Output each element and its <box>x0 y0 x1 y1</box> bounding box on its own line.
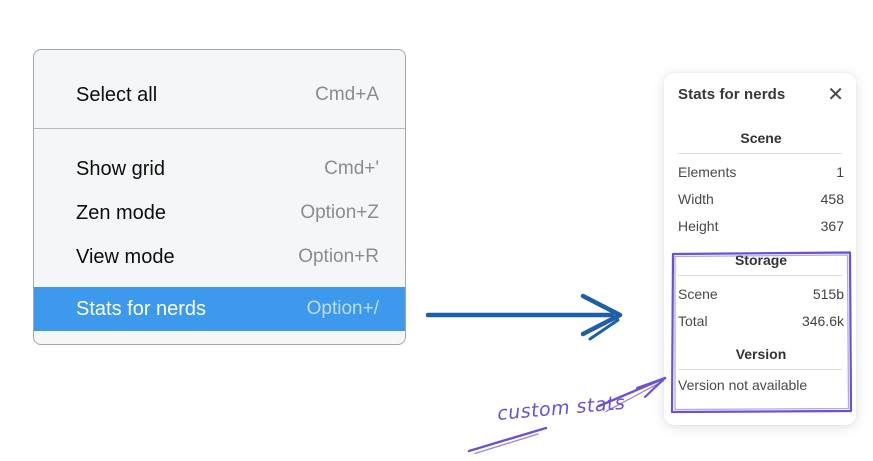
stat-value: 515b <box>812 285 844 302</box>
version-note: Version not available <box>678 377 808 393</box>
stat-label: Height <box>678 217 719 234</box>
stat-label: Scene <box>678 285 718 302</box>
menu-item-zen-mode[interactable]: Zen mode Option+Z <box>34 191 405 235</box>
stat-label: Total <box>678 312 708 329</box>
context-menu: Select all Cmd+A Show grid Cmd+' Zen mod… <box>33 49 406 345</box>
section-divider <box>678 369 842 370</box>
menu-item-shortcut: Cmd+' <box>324 158 379 179</box>
menu-item-shortcut: Option+/ <box>306 298 379 319</box>
menu-divider <box>34 128 405 129</box>
menu-item-stats-for-nerds[interactable]: Stats for nerds Option+/ <box>34 287 405 331</box>
stat-row-elements: Elements 1 <box>678 158 844 185</box>
menu-item-shortcut: Option+Z <box>300 202 379 223</box>
stat-value: 1 <box>836 163 844 180</box>
menu-group: Show grid Cmd+' Zen mode Option+Z View m… <box>34 129 405 331</box>
section-divider <box>678 275 842 276</box>
stat-value: 346.6k <box>801 312 844 329</box>
right-arrow-icon <box>425 293 623 341</box>
stat-value: 458 <box>820 190 844 207</box>
menu-item-select-all[interactable]: Select all Cmd+A <box>34 62 405 128</box>
stats-panel: Stats for nerds ✕ Scene Elements 1 Width… <box>664 73 856 425</box>
stat-label: Width <box>678 190 714 207</box>
stat-label: Elements <box>678 163 737 180</box>
menu-item-shortcut: Option+R <box>298 246 379 267</box>
menu-item-show-grid[interactable]: Show grid Cmd+' <box>34 147 405 191</box>
menu-item-label: Stats for nerds <box>76 297 207 320</box>
stat-row-height: Height 367 <box>678 212 844 239</box>
section-title-version: Version <box>735 346 787 362</box>
menu-item-label: Select all <box>76 83 158 106</box>
stat-row-total-storage: Total 346.6k <box>678 307 844 334</box>
menu-item-label: Zen mode <box>76 201 167 224</box>
stat-value: 367 <box>820 217 844 234</box>
menu-item-label: Show grid <box>76 157 165 180</box>
section-divider <box>678 153 842 154</box>
stats-panel-title: Stats for nerds <box>678 86 786 103</box>
stat-row-width: Width 458 <box>678 185 844 212</box>
annotation-label: custom stats <box>496 391 627 425</box>
stats-panel-header: Stats for nerds ✕ <box>678 83 844 106</box>
stat-row-scene-storage: Scene 515b <box>678 280 844 307</box>
menu-item-label: View mode <box>76 245 175 268</box>
section-title-storage: Storage <box>734 252 788 268</box>
menu-item-view-mode[interactable]: View mode Option+R <box>34 235 405 279</box>
menu-item-shortcut: Cmd+A <box>315 84 379 105</box>
close-icon[interactable]: ✕ <box>827 83 844 106</box>
section-title-scene: Scene <box>740 130 782 146</box>
